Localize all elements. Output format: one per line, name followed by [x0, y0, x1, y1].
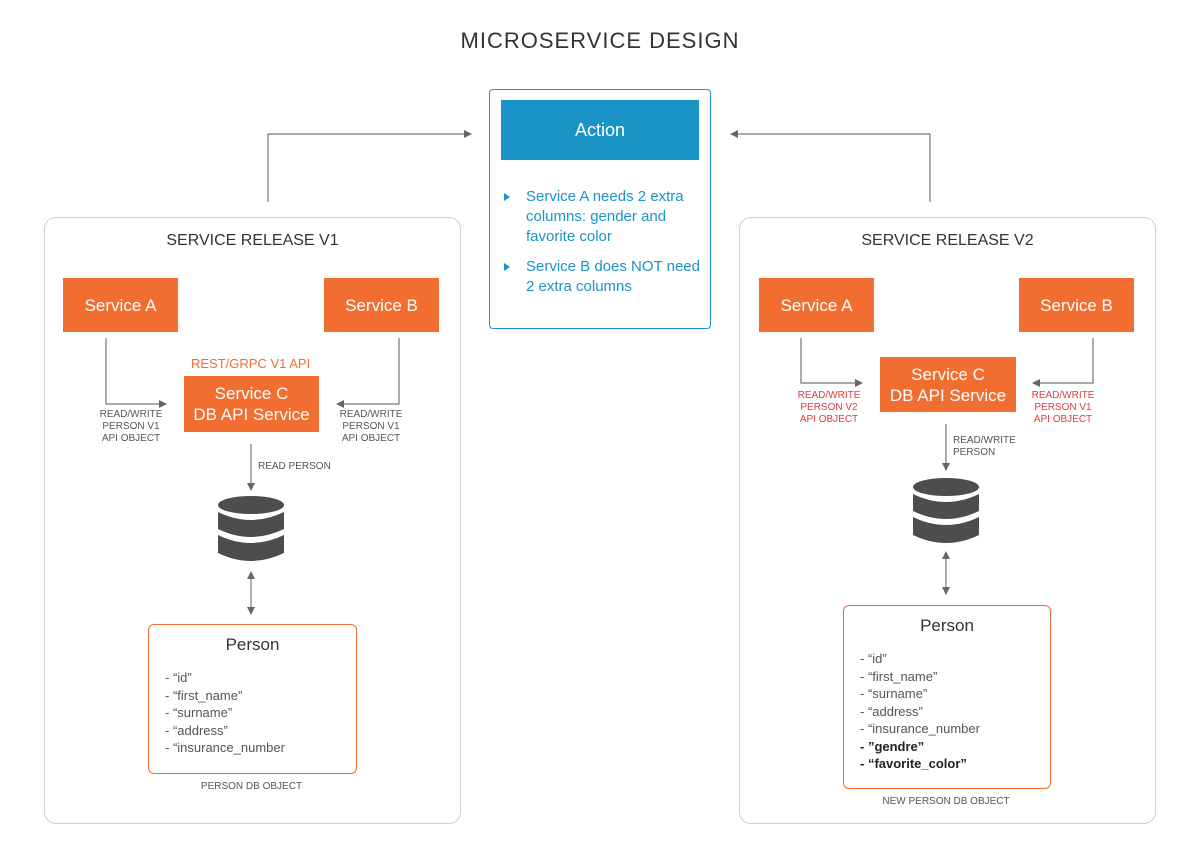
label-line: PERSON V1 — [102, 421, 160, 432]
v2-service-c: Service C DB API Service — [880, 357, 1016, 412]
v2-right-arrow-label: READ/WRITE PERSON V1 API OBJECT — [1028, 390, 1098, 426]
v1-service-c-line2: DB API Service — [193, 405, 310, 424]
new-field-item: - ”gendre” — [860, 738, 925, 754]
v1-person-fields: - “id” - “first_name” - “surname” - “add… — [165, 669, 285, 757]
action-bullet-text: Service B does NOT need 2 extra columns — [526, 258, 700, 295]
label-line: READ/WRITE — [953, 435, 1016, 446]
v2-service-a: Service A — [759, 278, 874, 332]
label-line: API OBJECT — [1033, 414, 1093, 425]
action-box: Action Service A needs 2 extra columns: … — [489, 89, 711, 329]
new-field-item: - “favorite_color” — [860, 756, 967, 771]
label-line: PERSON V2 — [800, 402, 858, 413]
arrow-icon — [336, 338, 400, 408]
v2-service-c-line1: Service C — [911, 364, 985, 384]
v1-db-arrow-label: READ PERSON — [258, 461, 331, 472]
action-heading-text: Action — [574, 119, 626, 140]
action-bullet: Service B does NOT need 2 extra columns — [502, 257, 702, 297]
triangle-bullet-icon — [504, 263, 510, 271]
v1-caption: PERSON DB OBJECT — [200, 781, 303, 792]
field-item: - “id” — [165, 670, 192, 685]
v2-service-a-label: Service A — [780, 295, 853, 315]
v2-person-title: Person — [920, 616, 974, 635]
field-item: - “first_name” — [165, 687, 243, 703]
action-bullet-text: Service A needs 2 extra columns: gender … — [526, 188, 684, 245]
label-line: API OBJECT — [799, 414, 859, 425]
v1-left-arrow-label: READ/WRITE PERSON V1 API OBJECT — [96, 409, 166, 445]
arrow-icon — [267, 130, 472, 202]
database-icon — [913, 478, 979, 543]
field-item: - “address” — [165, 722, 228, 738]
page-title: MICROSERVICE DESIGN — [460, 28, 740, 53]
database-icon — [218, 496, 284, 561]
v2-service-c-line2: DB API Service — [889, 385, 1007, 405]
field-item: - “id” — [860, 651, 887, 666]
v2-left-arrow-label: READ/WRITE PERSON V2 API OBJECT — [794, 390, 864, 426]
label-line: PERSON V1 — [1034, 402, 1092, 413]
triangle-bullet-icon — [504, 193, 510, 201]
label-line: READ/WRITE — [99, 409, 163, 420]
v1-service-a: Service A — [63, 278, 178, 332]
label-line: API OBJECT — [101, 433, 161, 444]
field-item: - “surname” — [165, 705, 233, 720]
field-item: - “address” — [860, 703, 923, 719]
v2-db-arrow-label: READ/WRITE PERSON — [953, 435, 1016, 459]
label-line: API OBJECT — [341, 433, 401, 444]
arrow-icon — [105, 338, 167, 408]
v1-service-a-label: Service A — [84, 295, 157, 315]
v1-service-b-label: Service B — [345, 295, 418, 315]
action-heading: Action — [501, 100, 699, 160]
label-line: PERSON — [953, 447, 996, 458]
v1-person-box: Person - “id” - “first_name” - “surname”… — [148, 624, 357, 774]
action-bullets: Service A needs 2 extra columns: gender … — [502, 187, 702, 307]
action-bullet: Service A needs 2 extra columns: gender … — [502, 187, 702, 247]
arrow-icon — [800, 338, 863, 387]
v2-caption: NEW PERSON DB OBJECT — [882, 796, 1010, 807]
label-line: PERSON V1 — [342, 421, 400, 432]
field-item: - “surname” — [860, 686, 928, 701]
arrow-icon — [730, 130, 931, 202]
v1-person-title: Person — [225, 635, 280, 654]
v2-person-fields: - “id” - “first_name” - “surname” - “add… — [860, 650, 980, 773]
field-item: - “insurance_number — [860, 721, 980, 736]
field-item: - “insurance_number — [165, 740, 285, 755]
label-line: READ/WRITE — [339, 409, 403, 420]
arrow-icon — [1032, 338, 1094, 387]
v1-service-b: Service B — [324, 278, 439, 332]
field-item: - “first_name” — [860, 668, 938, 684]
v1-service-c: Service C DB API Service — [184, 376, 319, 432]
panel-title-v1: SERVICE RELEASE V1 — [166, 232, 339, 249]
label-line: READ/WRITE — [1031, 390, 1095, 401]
v1-api-label: REST/GRPC V1 API — [191, 356, 311, 371]
label-line: READ/WRITE — [797, 390, 861, 401]
v2-person-box: Person - “id” - “first_name” - “surname”… — [843, 605, 1051, 789]
v1-service-c-line1: Service C — [214, 384, 289, 403]
v1-right-arrow-label: READ/WRITE PERSON V1 API OBJECT — [336, 409, 406, 445]
panel-title-v2: SERVICE RELEASE V2 — [861, 232, 1034, 249]
v2-service-b-label: Service B — [1040, 295, 1113, 315]
v2-service-b: Service B — [1019, 278, 1134, 332]
